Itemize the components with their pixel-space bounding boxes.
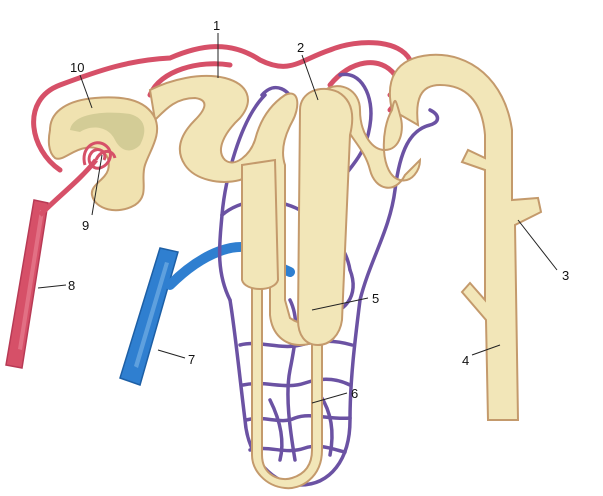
afferent-branch [38,158,98,217]
renal-tubule [148,74,422,347]
label-1: 1 [213,18,220,33]
descending-limb [241,158,280,290]
label-6: 6 [351,386,358,401]
renal-vein-highlight [134,262,169,368]
afferent-arteriole-highlight [18,210,44,350]
label-3: 3 [562,268,569,283]
thick-ascending-limb [296,87,354,347]
loop-of-henle [251,267,323,490]
label-10: 10 [70,60,84,75]
label-9: 9 [82,218,89,233]
efferent-arteriole [31,40,414,173]
label-5: 5 [372,291,379,306]
label-4: 4 [462,353,469,368]
label-7: 7 [188,352,195,367]
collecting-duct [388,53,543,421]
capsule-inner-wall [70,112,145,151]
label-8: 8 [68,278,75,293]
label-leaders [37,33,558,404]
label-2: 2 [297,40,304,55]
